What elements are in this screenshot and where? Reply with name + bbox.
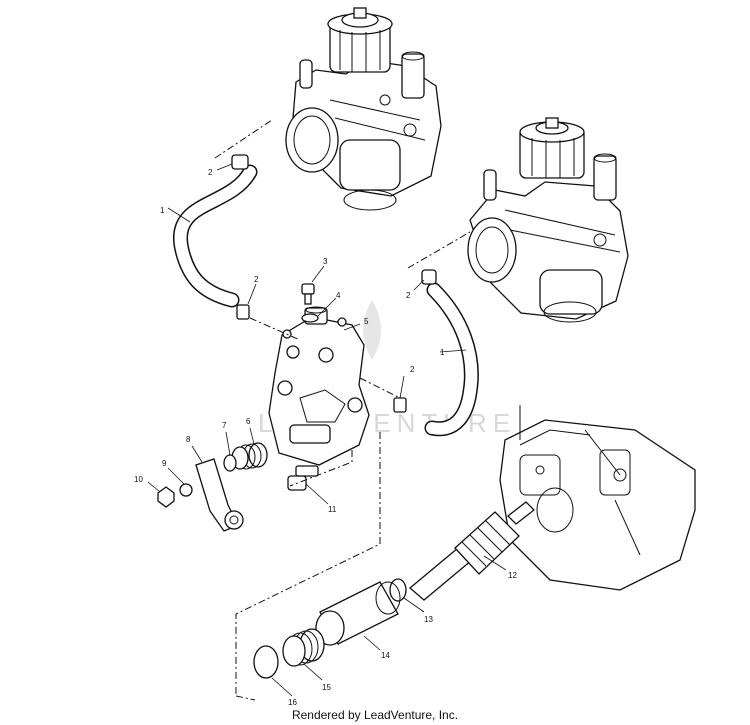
callout-5: 5 xyxy=(364,317,369,326)
callout-3: 3 xyxy=(323,257,328,266)
callout-7: 7 xyxy=(222,421,227,430)
carburetor-lower xyxy=(467,117,629,323)
screw-part-3 xyxy=(301,283,315,305)
washer-part-9 xyxy=(179,483,193,497)
callout-14: 14 xyxy=(381,651,390,660)
callout-11: 11 xyxy=(328,505,337,514)
callout-12: 12 xyxy=(508,571,517,580)
drive-shaft-part-12 xyxy=(408,501,535,601)
spring-part-15 xyxy=(282,628,325,667)
callout-15: 15 xyxy=(322,683,331,692)
callout-numbers: 2 1 2 3 4 5 2 1 2 6 7 8 9 10 11 12 13 14… xyxy=(134,168,517,707)
footer-credit: Rendered by LeadVenture, Inc. xyxy=(291,708,459,722)
callout-1a: 1 xyxy=(160,206,165,215)
callout-10: 10 xyxy=(134,475,143,484)
callout-2d: 2 xyxy=(410,365,415,374)
callout-16: 16 xyxy=(288,698,297,707)
callout-leaders xyxy=(147,163,507,697)
assembly-lines xyxy=(214,119,471,701)
fuel-hose-left xyxy=(172,154,258,320)
spring-part-6 xyxy=(231,442,268,470)
lever-part-8 xyxy=(195,458,244,532)
washer-part-7 xyxy=(223,454,237,472)
fuel-pump xyxy=(268,306,370,466)
engine-block xyxy=(499,405,696,591)
nut-part-10 xyxy=(157,486,175,508)
sleeve-part-14 xyxy=(315,581,401,646)
callout-13: 13 xyxy=(424,615,433,624)
callout-2a: 2 xyxy=(208,168,213,177)
callout-8: 8 xyxy=(186,435,191,444)
oring-part-16 xyxy=(253,645,279,679)
callout-4: 4 xyxy=(336,291,341,300)
callout-9: 9 xyxy=(162,459,167,468)
callout-6: 6 xyxy=(246,417,251,426)
callout-1b: 1 xyxy=(440,348,445,357)
callout-2c: 2 xyxy=(406,291,411,300)
fuel-hose-right xyxy=(393,269,479,437)
callout-2b: 2 xyxy=(254,275,259,284)
washer-part-4 xyxy=(301,313,319,323)
carburetor-upper xyxy=(285,7,442,211)
watermark-flame-icon xyxy=(363,300,381,360)
bolt-part-11 xyxy=(287,465,319,491)
